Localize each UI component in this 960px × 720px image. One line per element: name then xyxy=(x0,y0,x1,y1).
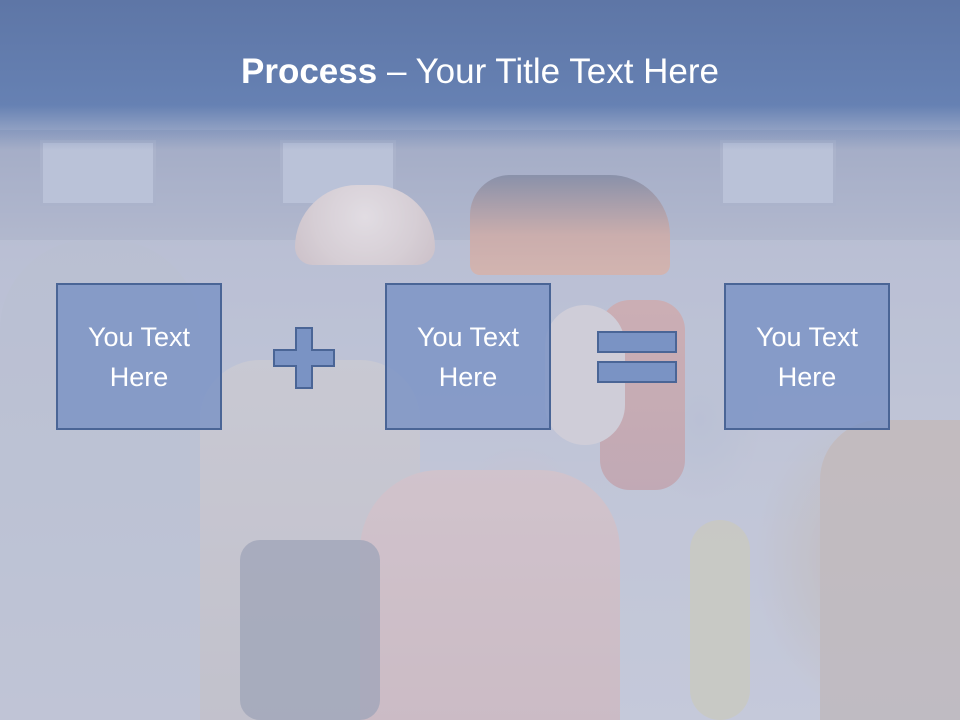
process-step-text: You Text Here xyxy=(755,321,859,392)
costume-prop xyxy=(690,520,750,720)
plus-icon xyxy=(273,327,335,389)
slide-title-bold: Process xyxy=(241,52,378,91)
process-step-box[interactable]: You Text Here xyxy=(56,283,222,430)
process-step-text: You Text Here xyxy=(87,321,191,392)
process-step-box[interactable]: You Text Here xyxy=(724,283,890,430)
slide-title: Process – Your Title Text Here xyxy=(0,52,960,92)
building-window xyxy=(40,140,156,206)
costume-hat xyxy=(470,175,670,275)
costume-brain-hat xyxy=(295,185,435,265)
crowd-person xyxy=(360,470,620,720)
slide-title-rest: – Your Title Text Here xyxy=(377,52,719,91)
crowd-person xyxy=(820,420,960,720)
backpack xyxy=(240,540,380,720)
process-step-box[interactable]: You Text Here xyxy=(385,283,551,430)
title-band xyxy=(0,0,960,150)
equals-icon xyxy=(597,331,677,383)
process-step-text: You Text Here xyxy=(416,321,520,392)
building-window xyxy=(720,140,836,206)
